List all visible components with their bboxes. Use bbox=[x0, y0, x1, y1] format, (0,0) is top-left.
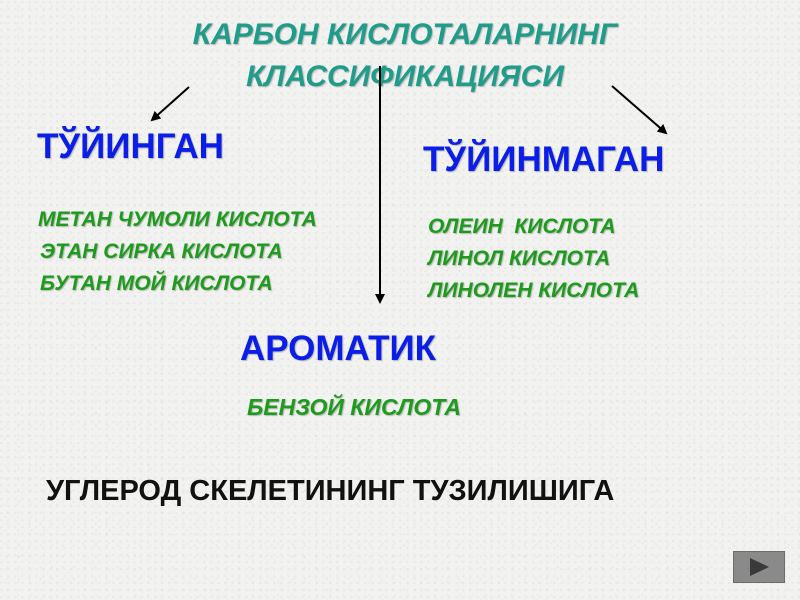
aromatic-item: БЕНЗОЙ КИСЛОТА bbox=[247, 394, 462, 420]
saturated-item: МЕТАН ЧУМОЛИ КИСЛОТА bbox=[38, 208, 317, 231]
aromatic-heading: АРОМАТИК bbox=[240, 329, 436, 368]
saturated-item: БУТАН МОЙ КИСЛОТА bbox=[40, 272, 273, 295]
classification-basis-text: УГЛЕРОД СКЕЛЕТИНИНГ ТУЗИЛИШИГА bbox=[46, 475, 615, 507]
next-slide-button[interactable] bbox=[733, 551, 785, 583]
unsaturated-item: ЛИНОЛ КИСЛОТА bbox=[428, 247, 611, 270]
unsaturated-heading: ТЎЙИНМАГАН bbox=[423, 140, 665, 179]
unsaturated-item: ЛИНОЛЕН КИСЛОТА bbox=[428, 279, 640, 302]
play-next-icon bbox=[750, 558, 769, 576]
unsaturated-item: ОЛЕИН КИСЛОТА bbox=[428, 215, 616, 238]
arrow-to-saturated bbox=[150, 86, 190, 122]
title-line-2: КЛАССИФИКАЦИЯСИ bbox=[246, 60, 564, 93]
arrow-to-unsaturated bbox=[611, 85, 668, 135]
title-line-1: КАРБОН КИСЛОТАЛАРНИНГ bbox=[192, 18, 618, 51]
saturated-heading: ТЎЙИНГАН bbox=[37, 127, 224, 166]
saturated-item: ЭТАН СИРКА КИСЛОТА bbox=[40, 240, 283, 263]
